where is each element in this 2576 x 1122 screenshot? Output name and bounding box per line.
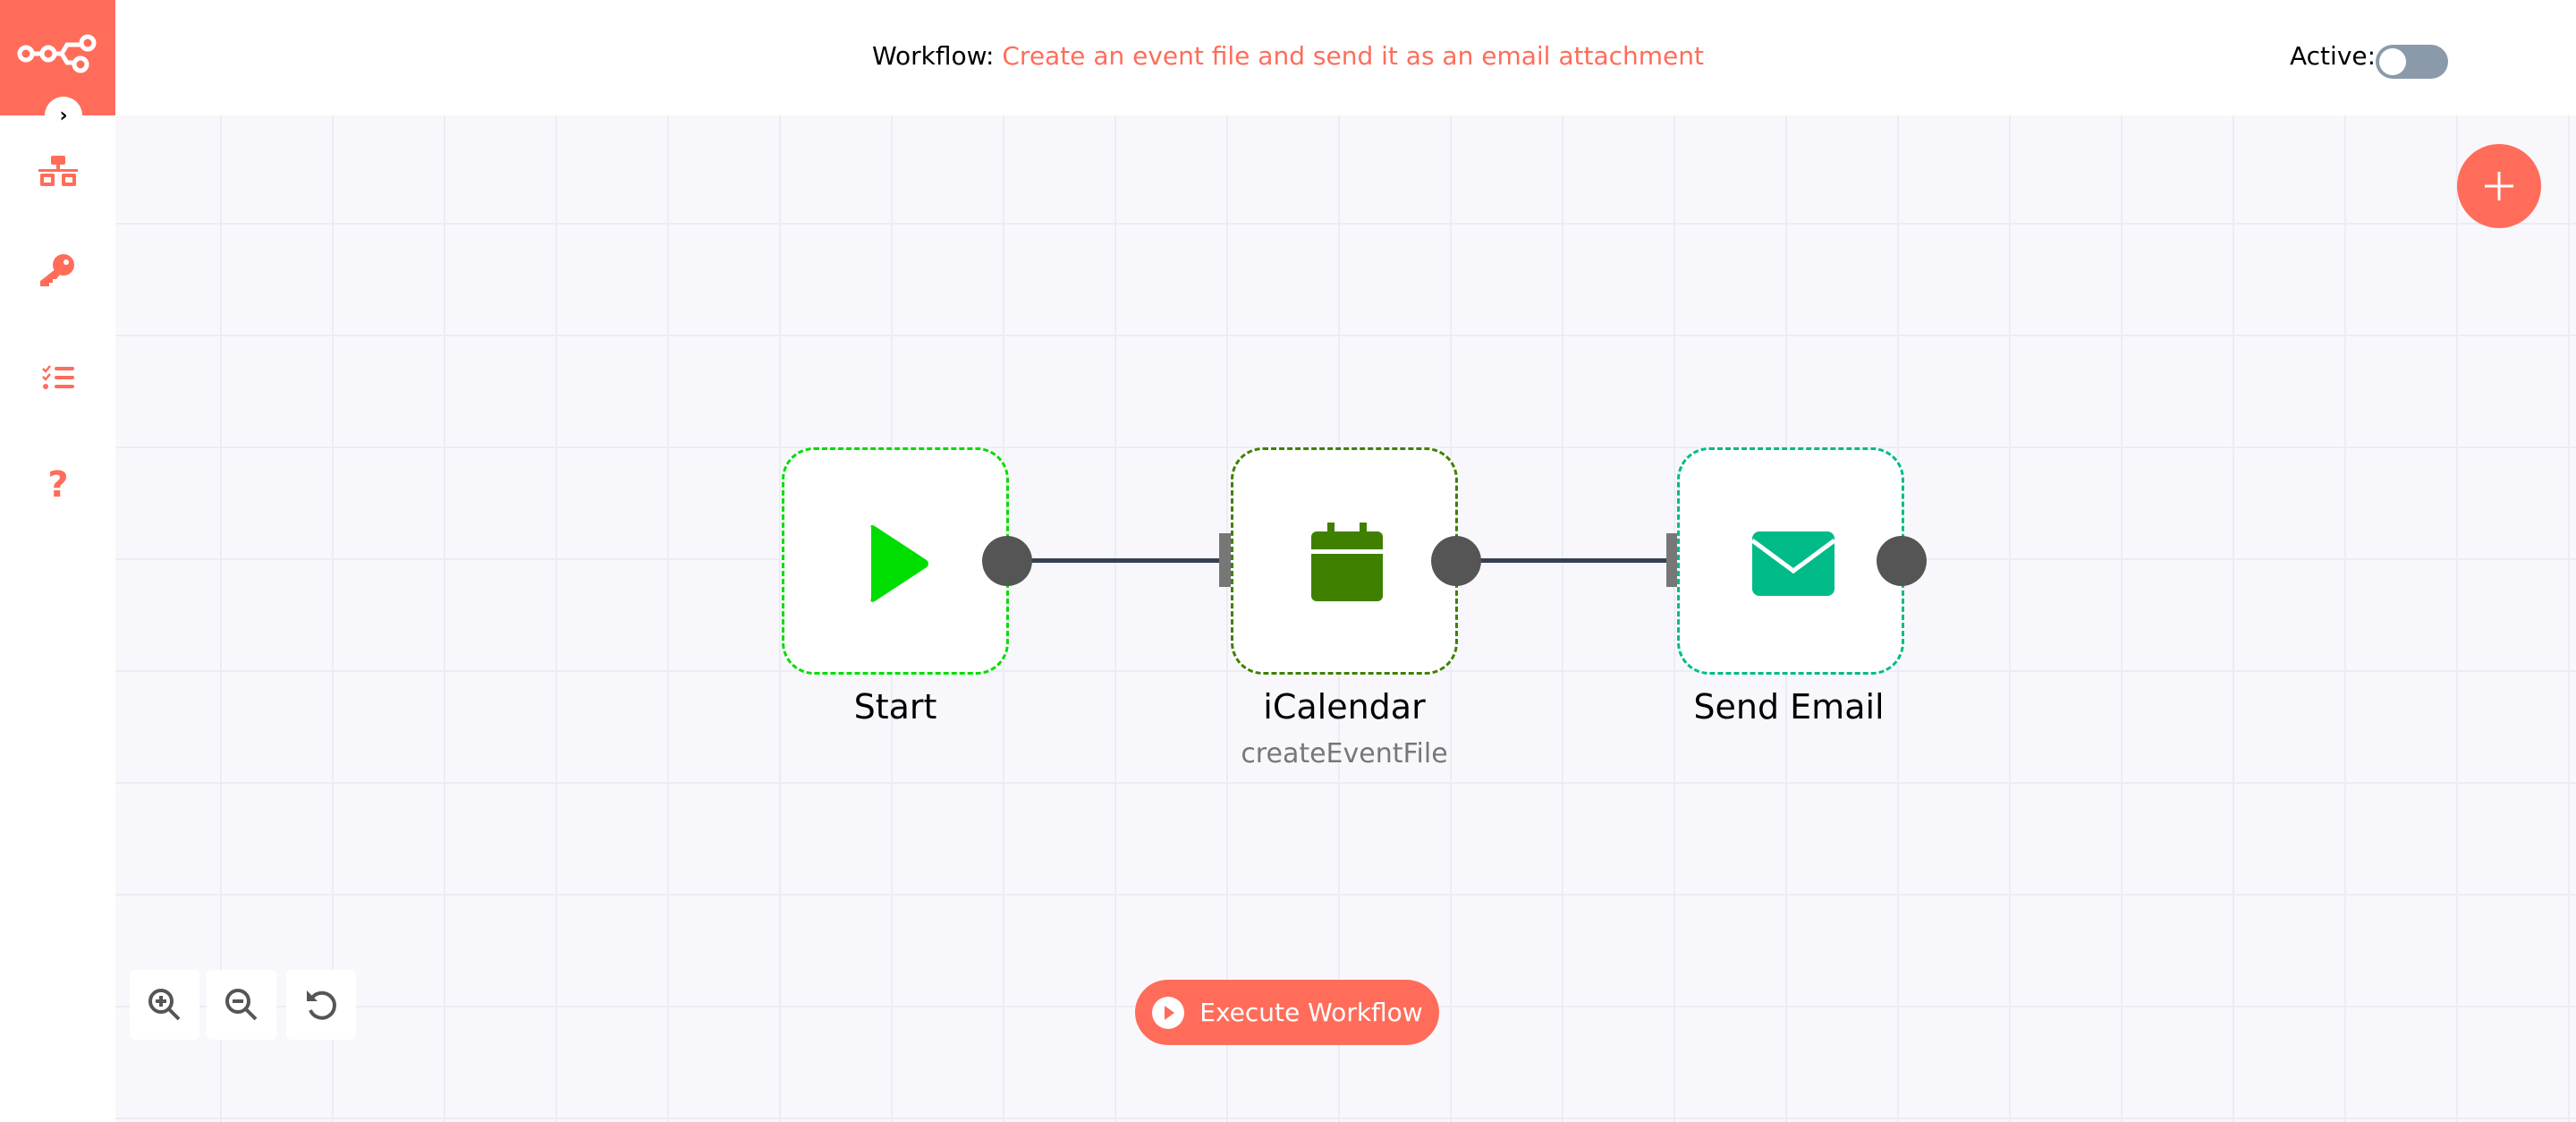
workflow-label: Workflow: xyxy=(871,41,995,71)
workflows-icon[interactable] xyxy=(31,145,85,199)
plus-icon xyxy=(2485,172,2513,200)
workflow-name[interactable]: Create an event file and send it as an e… xyxy=(1002,41,1704,71)
zoom-out-icon xyxy=(225,989,258,1021)
add-node-button[interactable] xyxy=(2457,144,2541,228)
envelope-icon xyxy=(1750,531,1836,596)
execute-label: Execute Workflow xyxy=(1199,998,1423,1027)
node-send-email[interactable] xyxy=(1677,447,1904,675)
start-output-handle[interactable] xyxy=(982,536,1032,586)
workflow-title: Workflow: Create an event file and send … xyxy=(0,41,2576,71)
node-subtitle: createEventFile xyxy=(1241,738,1448,769)
node-icalendar[interactable] xyxy=(1231,447,1458,675)
connection-icalendar-sendemail[interactable] xyxy=(1458,558,1679,563)
node-label: Start xyxy=(853,687,937,727)
node-label: Send Email xyxy=(1693,687,1885,727)
zoom-in-icon xyxy=(148,989,181,1021)
connection-start-icalendar[interactable] xyxy=(1009,558,1233,563)
sidebar: ? xyxy=(0,115,115,1122)
play-circle-icon xyxy=(1152,996,1185,1029)
active-label: Active: xyxy=(2290,41,2377,71)
play-icon xyxy=(870,524,928,602)
header: › Workflow: Create an event file and sen… xyxy=(0,0,2576,134)
n8n-logo[interactable] xyxy=(0,0,115,115)
calendar-icon xyxy=(1311,523,1383,601)
zoom-in-button[interactable] xyxy=(130,970,199,1040)
undo-icon xyxy=(307,990,336,1020)
node-label: iCalendar xyxy=(1263,687,1426,727)
zoom-out-button[interactable] xyxy=(207,970,276,1040)
executions-list-icon[interactable] xyxy=(31,351,85,404)
key-icon[interactable] xyxy=(31,243,85,297)
help-icon[interactable]: ? xyxy=(47,464,69,506)
reset-zoom-button[interactable] xyxy=(286,970,356,1040)
icalendar-output-handle[interactable] xyxy=(1431,536,1481,586)
active-toggle[interactable] xyxy=(2376,45,2448,79)
execute-workflow-button[interactable]: Execute Workflow xyxy=(1135,980,1439,1045)
node-start[interactable] xyxy=(782,447,1009,675)
sendemail-output-handle[interactable] xyxy=(1877,536,1927,586)
expand-sidebar-button[interactable]: › xyxy=(45,97,82,134)
